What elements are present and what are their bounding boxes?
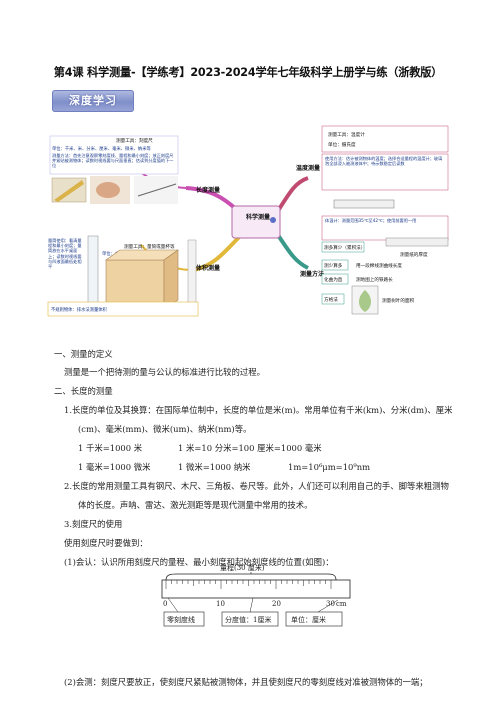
unit-label: 单位：厘米 (291, 615, 326, 624)
ruler-tick-0: 0 (163, 600, 167, 608)
item-3: 3.刻度尺的使用 (64, 519, 123, 529)
ruler-unit: cm (336, 600, 347, 608)
method-1: 测多算少（累积法） (324, 244, 365, 251)
triangle-ruler-image (54, 180, 84, 202)
section-badge: 深度学习 (52, 90, 134, 112)
ruler-range-label: 量程(30 厘米) (220, 563, 265, 572)
center-node-label: 科学测量 (246, 213, 270, 221)
volume-tool-note: 测量工具：量筒或量杯等 (124, 243, 175, 250)
length-units-note: 单位：千米、米、分米、厘米、毫米、微米、纳米等 (52, 145, 152, 152)
method-2-example: 用一段棉线测曲线长度 (356, 262, 402, 269)
method-3-example: 测地图上的铁路长 (356, 276, 393, 283)
thermometer-image (333, 199, 395, 209)
method-2: 测少算多 (324, 262, 343, 269)
mind-map: 科学测量 长度测量 体积测量 温度测量 测量方法 测量工具：刻度尺 单位：千米、… (47, 125, 449, 317)
item-3b: (1)会认：认识所用刻度尺的量程、最小刻度和起始刻度线的位置(如图)： (64, 557, 334, 567)
method-4-example: 测量树叶的面积 (382, 297, 415, 304)
temp-unit-note: 单位：摄氏度 (328, 141, 356, 148)
branch-volume: 体积测量 (196, 264, 220, 272)
division-label: 分度值：1厘米 (225, 615, 271, 624)
conversion-1a: 1 千米=1000 米 (78, 443, 143, 453)
ruler-ticks (165, 580, 332, 589)
ruler-tick-20: 20 (272, 600, 281, 608)
item-3c: (2)会测：刻度尺要放正，使刻度尺紧贴被测物体，并且使刻度尺的零刻度线对准被测物… (64, 677, 428, 687)
length-tool-note: 测量工具：刻度尺 (116, 137, 153, 144)
item-1-line-2: (cm)、毫米(mm)、微米(um)、纳米(nm)等。 (78, 424, 252, 434)
method-3: 化曲为直 (324, 276, 343, 283)
ruler-tick-10: 10 (216, 600, 225, 608)
item-1-line-1: 1.长度的单位及其换算：在国际单位制中，长度的单位是米(m)。常用单位有千米(k… (64, 405, 453, 415)
ruler-body (161, 579, 351, 599)
volume-irregular-note: 不规则物体：排水法测量体积 (51, 306, 108, 313)
volume-steps-note: 量筒使用：看清量程和最小刻度；量筒放在水平桌面上；读数时视线要与凹液面最低处相平 (48, 238, 82, 270)
ruler-diagram: 量程(30 厘米) 0 10 20 30 cm 零刻度线 分度值：1厘米 单位：… (161, 563, 351, 627)
clinical-note: 体温计：测量范围35℃至42℃；使用前要甩一甩 (325, 218, 417, 223)
ruler-tick-30: 30 (326, 600, 335, 608)
item-3a: 使用刻度尺时要做到： (64, 538, 148, 548)
temp-steps-note: 使用方法：估计被测物体的温度；选择合适量程的温度计；玻璃泡全部浸入被测液体中；待… (325, 156, 443, 167)
heading-length: 二、长度的测量 (54, 386, 113, 396)
conversion-2b: 1 微米=1000 纳米 (178, 462, 251, 472)
zero-line-label: 零刻度线 (167, 615, 195, 624)
branch-length: 长度测量 (196, 186, 220, 194)
section-badge-label: 深度学习 (69, 94, 117, 107)
definition-text: 测量是一个把待测的量与公认的标准进行比较的过程。 (64, 367, 265, 377)
item-2-line-2: 体的长度。声呐、雷达、激光测距等是现代测量中常用的技术。 (78, 500, 313, 510)
conversion-1b: 1 米=10 分米=100 厘米=1000 毫米 (178, 443, 322, 453)
ruler-vertical-image (187, 239, 197, 311)
page-title: 第4课 科学测量-【学练考】2023-2024学年七年级科学上册学与练（浙教版） (53, 66, 443, 79)
branch-temperature: 温度测量 (296, 164, 320, 172)
method-4: 方格法 (324, 296, 338, 303)
paper-stack-image (385, 237, 449, 247)
method-1-example: 测量纸的厚度 (400, 251, 428, 258)
temp-tool-note: 测量工具：温度计 (328, 131, 365, 138)
conversion-2a: 1 毫米=1000 微米 (78, 462, 151, 472)
length-steps-note: 测量方法：首先注意观察零刻度线、量程和最小刻度；放正刻度尺并紧贴被测物体；读数时… (52, 153, 174, 168)
cube-image (105, 259, 165, 311)
conversion-2c: 1m=10⁶μm=10⁹nm (288, 462, 371, 472)
cylinder-image (87, 235, 99, 307)
heading-definition: 一、测量的定义 (54, 349, 113, 359)
branch-methods: 测量方法 (300, 270, 324, 278)
item-2-line-1: 2.长度的常用测量工具有钢尺、木尺、三角板、卷尺等。此外，人们还可以利用自己的手… (64, 481, 449, 491)
